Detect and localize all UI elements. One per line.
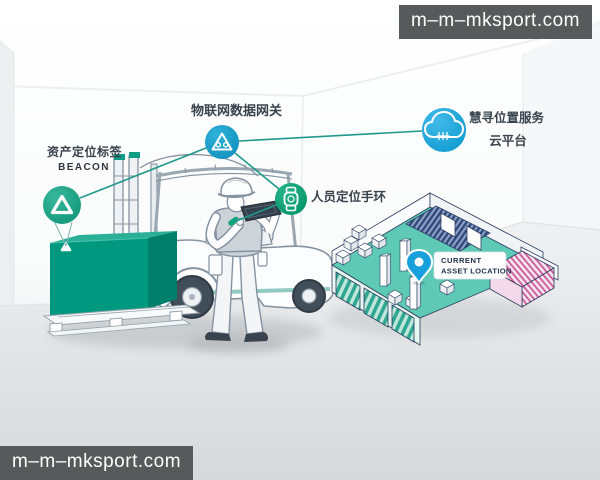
line-gateway-to-cloud xyxy=(238,130,423,142)
cloud-label-line2: 云平台 xyxy=(489,134,527,148)
cloud-label-line1: 慧寻位置服务 xyxy=(469,111,545,125)
connector-lines xyxy=(53,130,423,247)
smartwatch-icon xyxy=(275,183,307,215)
wristband-label: 人员定位手环 xyxy=(311,190,387,204)
pallet xyxy=(42,304,201,337)
icon-circles xyxy=(43,108,466,224)
iot-gateway-icon xyxy=(205,125,239,159)
rounded-triangle-beacon-icon xyxy=(43,186,81,224)
floor-map: CURRENT ASSET LOCATION xyxy=(331,192,559,346)
line-beacon-to-gateway xyxy=(79,147,207,199)
line-wristband-to-wrist xyxy=(233,204,277,223)
current-asset-location-label: CURRENT ASSET LOCATION xyxy=(433,251,512,280)
line-gateway-to-wristband xyxy=(234,152,280,190)
cloud-icon xyxy=(422,108,466,152)
watermark-top-right: m–m–mksport.com xyxy=(398,5,592,39)
beacon-label-subtitle: BEACON xyxy=(58,162,110,173)
watermark-bottom-left: m–m–mksport.com xyxy=(0,446,194,480)
map-label-line1: CURRENT xyxy=(441,256,482,265)
cargo-crate xyxy=(49,231,177,316)
beacon-label-title: 资产定位标签 xyxy=(47,145,123,159)
green-wristband xyxy=(228,216,239,226)
map-label-line2: ASSET LOCATION xyxy=(441,267,512,276)
beacon-tag-dot xyxy=(60,242,72,252)
worker xyxy=(205,177,282,342)
gateway-label: 物联网数据网关 xyxy=(191,103,283,118)
map-crates xyxy=(335,224,455,310)
